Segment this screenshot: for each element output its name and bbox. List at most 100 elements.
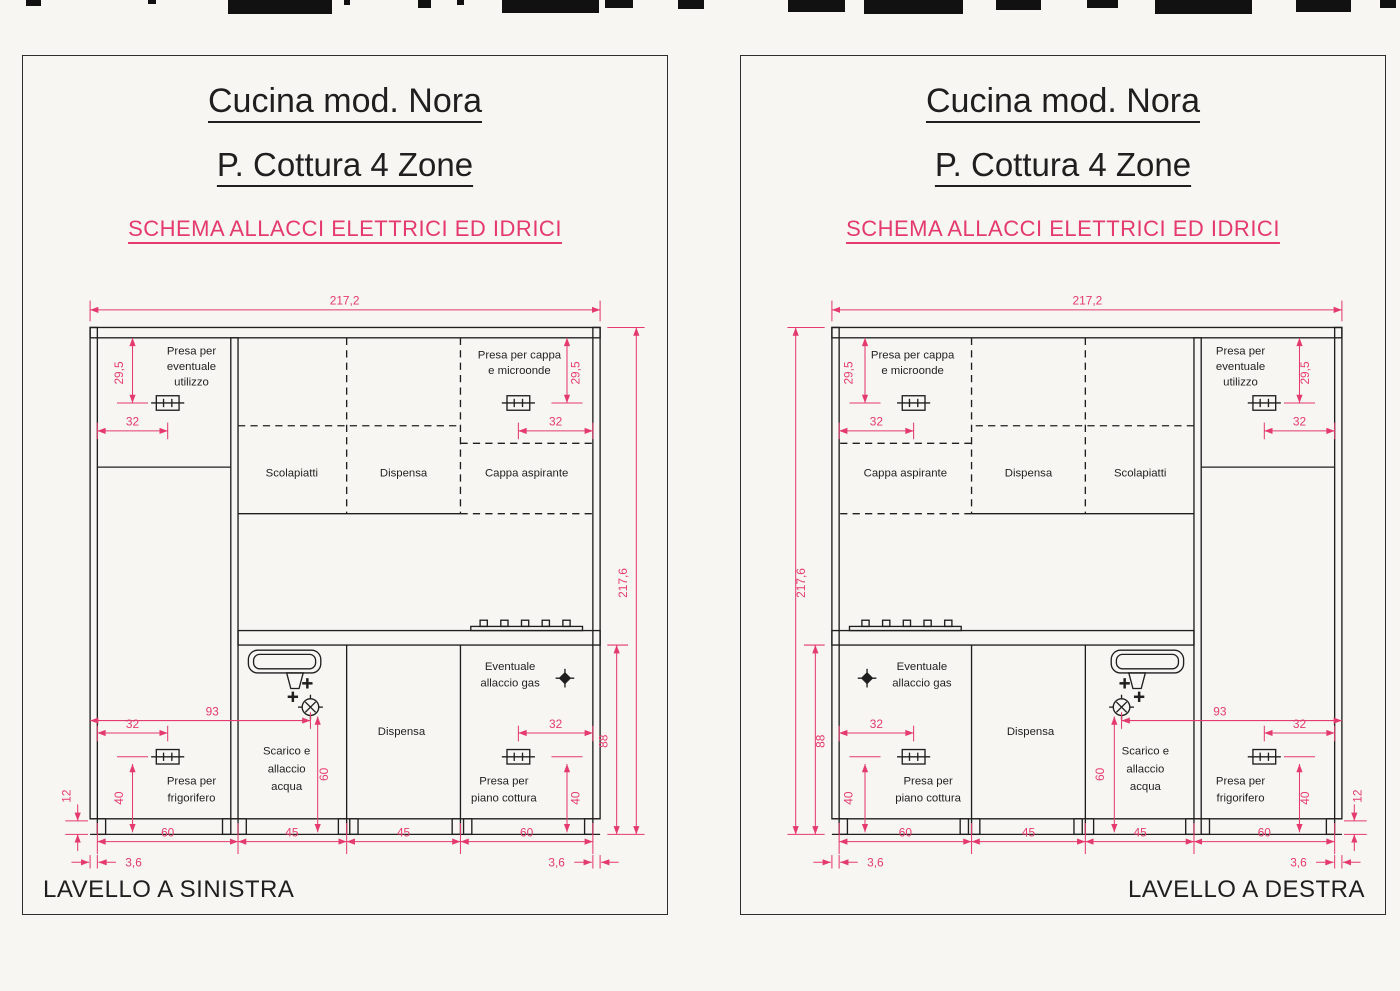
power-socket-symbol <box>501 395 535 411</box>
dim-socket-height: 40 <box>842 791 856 805</box>
dim-drain-height: 60 <box>317 767 331 781</box>
unit-label: eventuale <box>167 361 216 373</box>
panel-footer: LAVELLO A SINISTRA <box>43 876 295 903</box>
plinth-foot <box>1200 818 1211 836</box>
dim-panel-thickness: 3,6 <box>548 855 565 869</box>
dim-base-width: 45 <box>1022 825 1036 839</box>
scan-artifact <box>864 0 963 14</box>
dim-socket-offset: 32 <box>549 717 562 731</box>
plinth-foot <box>959 818 970 836</box>
dim-plinth-height: 12 <box>1351 789 1365 802</box>
scan-artifact <box>1155 0 1252 14</box>
scan-artifact <box>788 0 845 12</box>
unit-label: Presa per <box>1216 776 1265 788</box>
unit-label: Scarico e <box>263 746 310 758</box>
dim-socket-offset: 32 <box>1293 415 1306 429</box>
plinth-foot <box>1325 818 1336 836</box>
unit-label: allaccio gas <box>892 677 952 689</box>
dim-total-width: 217,2 <box>330 294 360 308</box>
dim-base-width: 60 <box>520 825 534 839</box>
dim-drain-offset: 93 <box>1213 704 1227 718</box>
unit-label: utilizzo <box>1223 376 1258 388</box>
scan-artifact <box>1380 0 1396 8</box>
unit-label: Presa per cappa <box>478 350 562 362</box>
scan-artifact <box>502 0 599 13</box>
dim-socket-offset: 32 <box>549 415 562 429</box>
page-title: Cucina mod. Nora <box>925 82 1200 120</box>
gas-connection-symbol <box>857 668 877 688</box>
plinth-foot <box>237 818 247 836</box>
dim-socket-height: 40 <box>112 791 126 805</box>
water-connection-symbol <box>302 678 313 689</box>
water-connection-symbol <box>1119 678 1130 689</box>
page-title: Cucina mod. Nora <box>207 82 482 120</box>
schema-heading: SCHEMA ALLACCI ELETTRICI ED IDRICI <box>128 216 562 241</box>
unit-label: Presa per cappa <box>871 350 955 362</box>
dim-socket-offset: 32 <box>126 717 139 731</box>
dim-base-width: 45 <box>285 825 299 839</box>
dim-socket-offset: 32 <box>870 415 883 429</box>
sink-symbol <box>247 649 322 690</box>
dim-socket-offset: 32 <box>1293 717 1306 731</box>
dim-base-height: 88 <box>596 734 610 748</box>
unit-label: frigorifero <box>1217 792 1265 804</box>
unit-label: e microonde <box>881 365 944 377</box>
plinth-foot <box>838 818 849 836</box>
dim-base-width: 45 <box>1134 825 1148 839</box>
power-socket-symbol <box>897 395 931 411</box>
water-connection-symbol <box>287 691 299 702</box>
plinth-foot <box>1073 818 1083 836</box>
power-socket-symbol <box>897 748 931 765</box>
unit-label: Scarico e <box>1122 746 1169 758</box>
unit-label: allaccio gas <box>480 677 540 689</box>
page-subtitle: P. Cottura 4 Zone <box>216 146 474 183</box>
dim-socket-drop: 29,5 <box>568 361 582 385</box>
dim-panel-thickness: 3,6 <box>1290 855 1307 869</box>
dim-panel-thickness: 3,6 <box>125 855 142 869</box>
dim-socket-offset: 32 <box>126 415 139 429</box>
scan-artifact <box>605 0 633 8</box>
top-panel <box>831 326 1343 339</box>
dim-socket-offset: 32 <box>870 717 883 731</box>
unit-label: Dispensa <box>378 726 426 738</box>
unit-label: Dispensa <box>1005 467 1053 479</box>
unit-label: acqua <box>1130 781 1162 793</box>
side-panel-left <box>89 326 99 820</box>
plinth-foot <box>583 818 594 836</box>
unit-label: utilizzo <box>174 376 209 388</box>
dim-base-width: 60 <box>1258 825 1272 839</box>
sink-symbol <box>1110 649 1185 690</box>
power-socket-symbol <box>151 395 185 411</box>
unit-label: Dispensa <box>380 467 428 479</box>
schema-heading: SCHEMA ALLACCI ELETTRICI ED IDRICI <box>846 216 1280 241</box>
worktop <box>237 629 601 646</box>
dim-total-height: 217,6 <box>794 568 808 598</box>
dim-panel-thickness: 3,6 <box>867 855 884 869</box>
dim-socket-drop: 29,5 <box>1298 361 1312 385</box>
dim-base-width: 60 <box>899 825 913 839</box>
unit-label: Dispensa <box>1007 726 1055 738</box>
power-socket-symbol <box>1247 748 1281 765</box>
plinth-foot <box>970 818 981 836</box>
unit-label: Presa per <box>903 776 952 788</box>
plinth-foot <box>462 818 473 836</box>
gas-connection-symbol <box>555 668 575 688</box>
unit-label: Presa per <box>1216 345 1265 357</box>
unit-label: Presa per <box>167 776 216 788</box>
dim-total-width: 217,2 <box>1073 294 1103 308</box>
unit-label: Presa per <box>167 345 216 357</box>
dim-drain-offset: 93 <box>206 704 220 718</box>
unit-label: allaccio <box>1126 763 1164 775</box>
scan-artifact <box>457 0 464 5</box>
plinth-foot <box>1084 818 1095 836</box>
page-subtitle: P. Cottura 4 Zone <box>934 146 1192 183</box>
unit-label: Scolapiatti <box>1114 467 1166 479</box>
unit-label: allaccio <box>268 763 306 775</box>
dim-total-height: 217,6 <box>616 568 630 598</box>
power-socket-symbol <box>151 748 185 765</box>
top-panel <box>89 326 601 339</box>
plinth-foot <box>337 818 348 836</box>
tap-symbol <box>285 672 305 690</box>
